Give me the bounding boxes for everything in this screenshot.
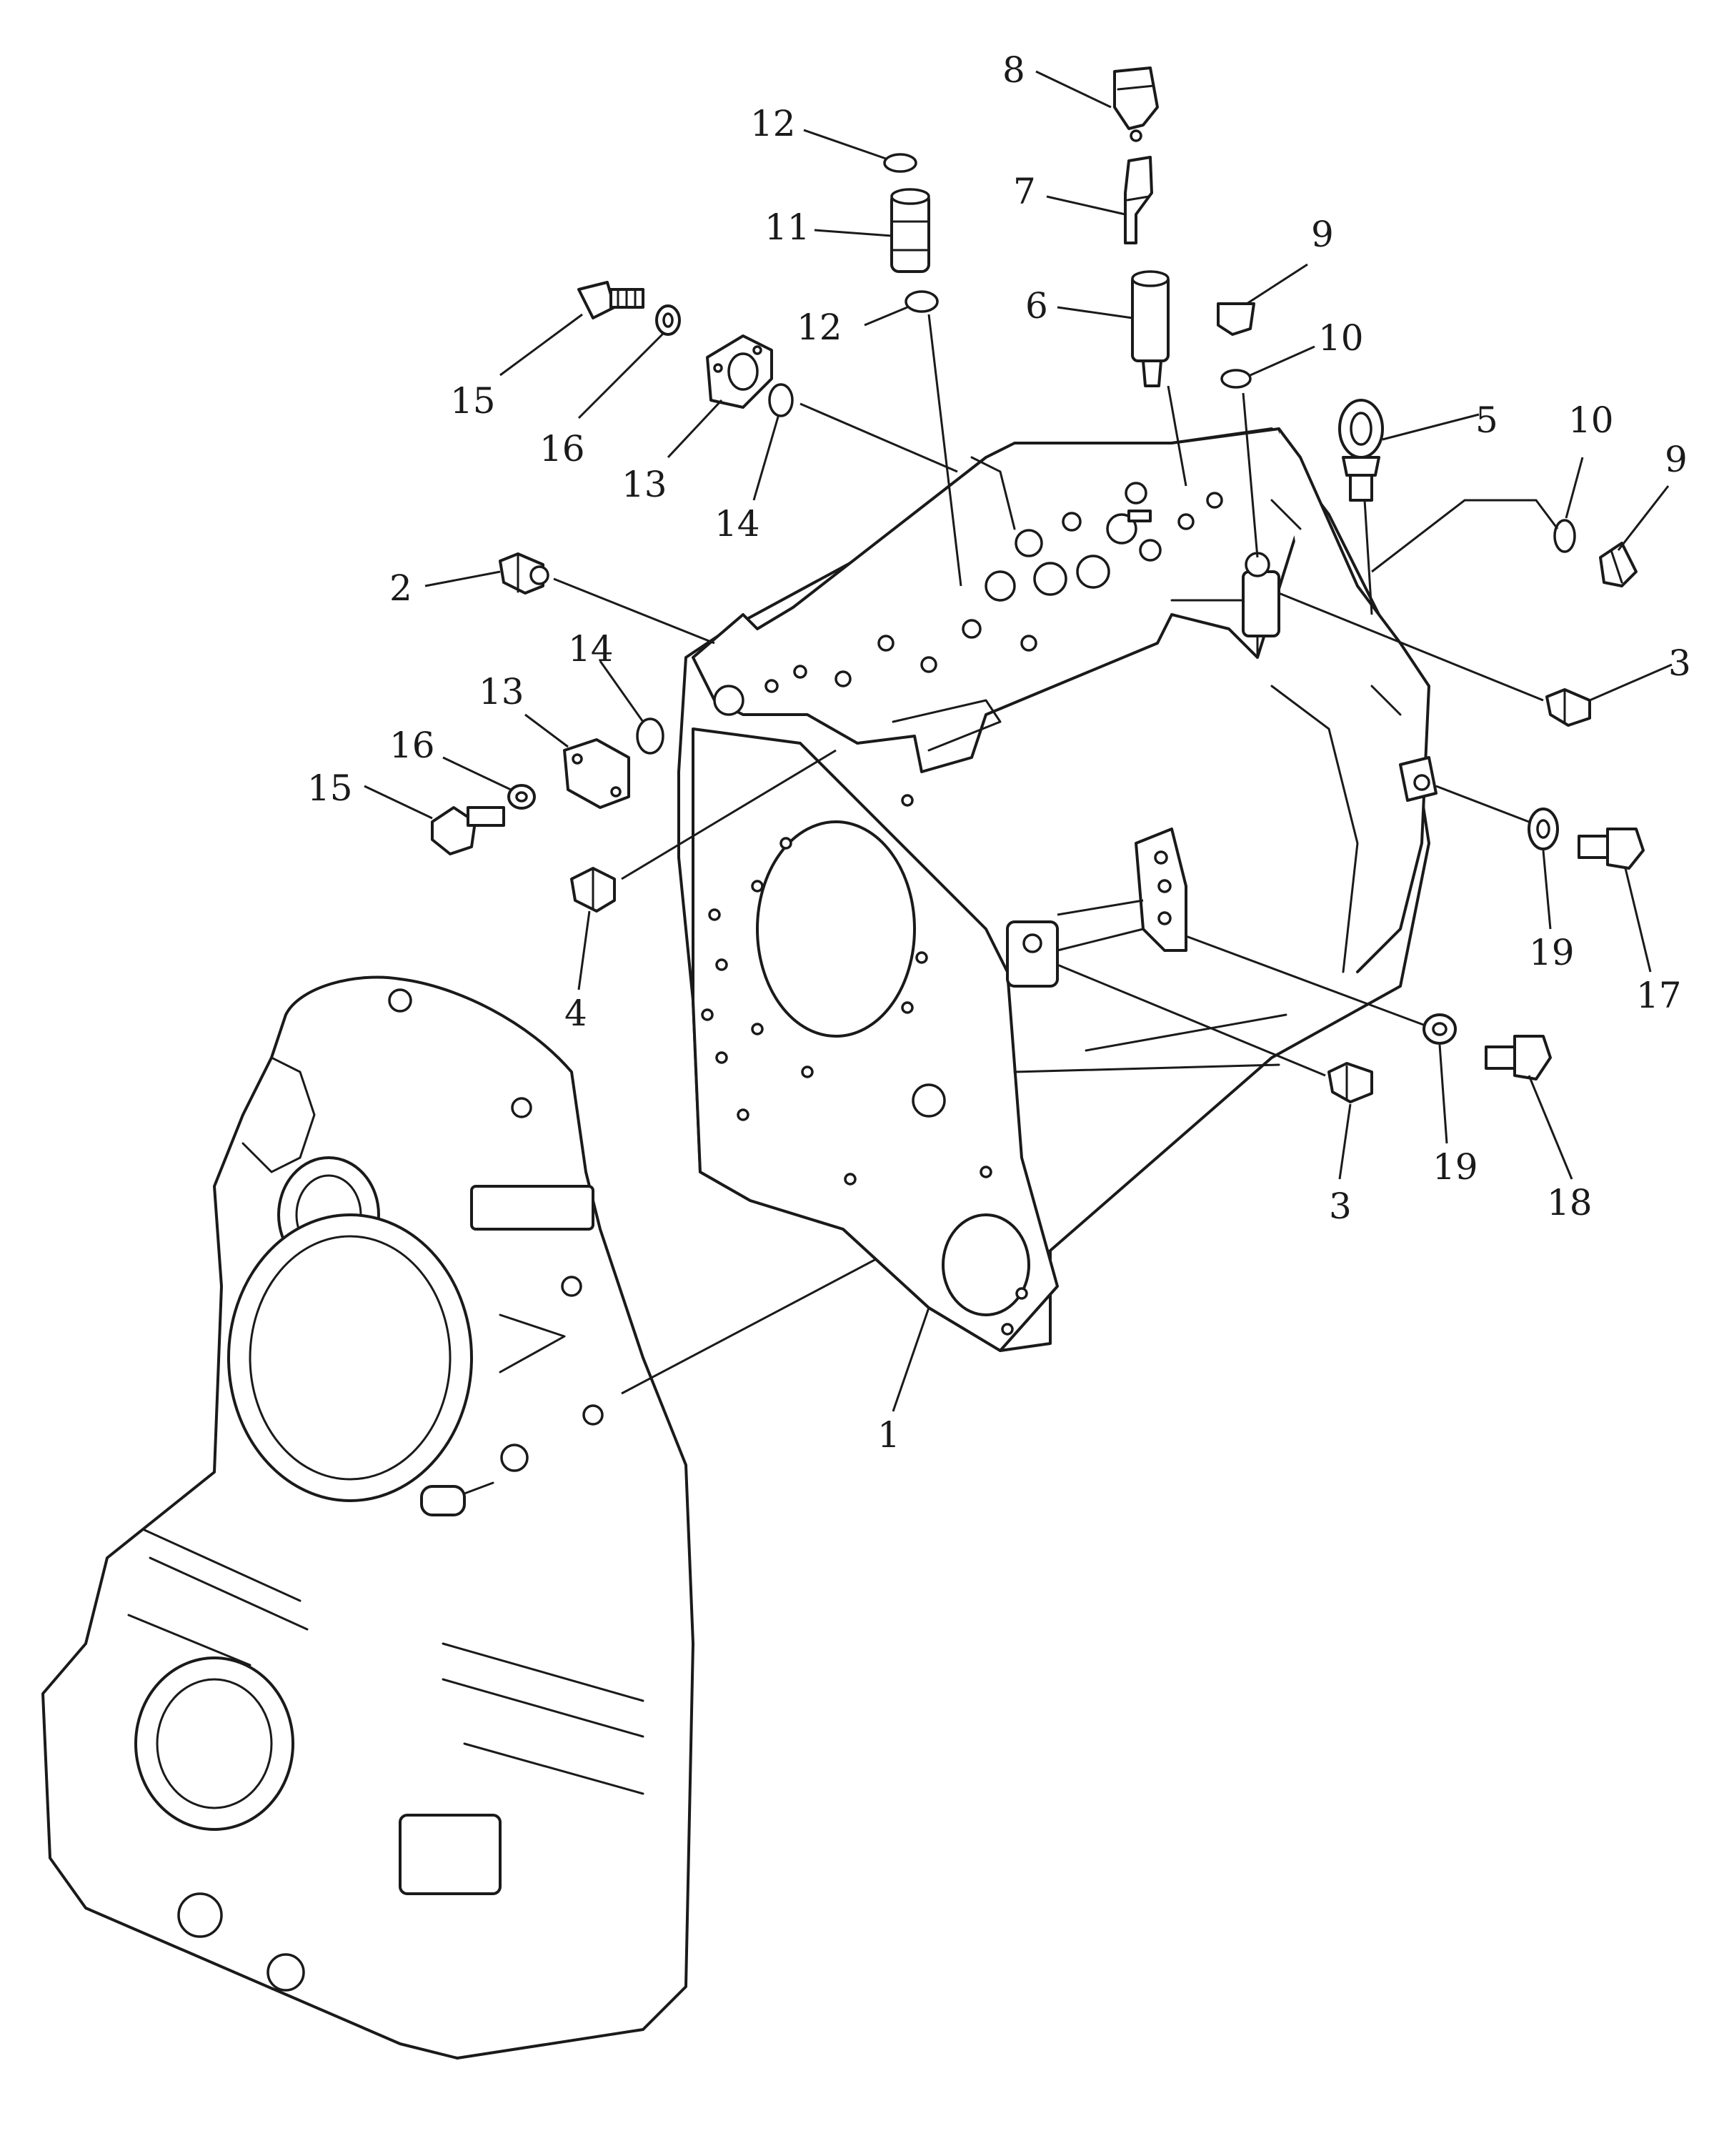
part-19-washer-lower	[1185, 935, 1457, 1045]
part-10-o-ring-upper	[1220, 369, 1252, 389]
part-13-cover-lower	[563, 738, 630, 809]
callout-labels: 8 12 7 11 9 6 12 10 15 16 13 14 5 10 9 2…	[307, 49, 1691, 1456]
callout-15: 15	[307, 767, 353, 809]
part-11-plug	[890, 188, 930, 273]
callout-2: 2	[389, 567, 412, 609]
rear-housing	[41, 975, 1008, 2060]
callout-9: 9	[1665, 439, 1688, 480]
transmission-case	[677, 427, 1438, 1352]
part-15-bolt-lower	[431, 806, 505, 855]
callout-16: 16	[389, 725, 435, 766]
callout-3: 3	[1668, 642, 1691, 684]
callout-14: 14	[568, 628, 614, 670]
callout-19: 19	[1433, 1146, 1478, 1188]
part-4-plug	[570, 749, 837, 913]
callout-4: 4	[564, 993, 587, 1034]
part-9-plug-right	[1599, 542, 1638, 587]
part-5-eyebolt	[1338, 399, 1384, 615]
callout-13: 13	[479, 671, 524, 712]
callout-14: 14	[714, 503, 760, 545]
callout-6: 6	[1025, 285, 1048, 327]
part-9-plug-upper	[1217, 302, 1255, 336]
callout-1: 1	[877, 1414, 900, 1456]
callout-15: 15	[450, 380, 496, 422]
callout-18: 18	[1547, 1182, 1593, 1223]
part-12-o-ring-upper	[883, 153, 917, 173]
part-3-plug-lower	[1057, 963, 1373, 1103]
part-16-washer-upper	[655, 304, 681, 336]
part-16-washer-lower	[507, 784, 536, 810]
callout-9: 9	[1311, 214, 1334, 255]
callout-12: 12	[750, 103, 796, 144]
part-14-o-ring-lower	[636, 717, 664, 755]
part-7-connector	[1124, 156, 1153, 244]
callout-5: 5	[1475, 399, 1498, 441]
callout-19: 19	[1529, 932, 1575, 973]
part-13-cover-upper	[706, 334, 773, 409]
part-12-o-ring-lower	[905, 290, 939, 313]
part-3-plug-right	[1278, 592, 1591, 727]
callout-leaders	[364, 70, 1673, 1412]
callout-12: 12	[797, 307, 842, 348]
callout-10: 10	[1318, 317, 1364, 359]
part-8-sensor	[1113, 66, 1159, 142]
part-2-plug	[499, 552, 715, 645]
callout-7: 7	[1013, 171, 1036, 212]
part-14-o-ring-upper	[768, 383, 794, 417]
part-6-valve-body	[1131, 270, 1187, 487]
part-10-o-ring-right	[1553, 519, 1576, 553]
callout-17: 17	[1636, 975, 1682, 1016]
callout-3: 3	[1329, 1186, 1352, 1227]
callout-8: 8	[1002, 49, 1025, 91]
callout-10: 10	[1568, 399, 1614, 441]
part-15-bolt-upper	[577, 281, 644, 319]
part-17-bolt	[1578, 828, 1645, 870]
part-18-bolt	[1485, 1035, 1552, 1081]
callout-13: 13	[622, 464, 667, 505]
callout-16: 16	[539, 428, 585, 470]
part-19-washer-right	[1435, 785, 1559, 850]
callout-11: 11	[764, 207, 810, 248]
